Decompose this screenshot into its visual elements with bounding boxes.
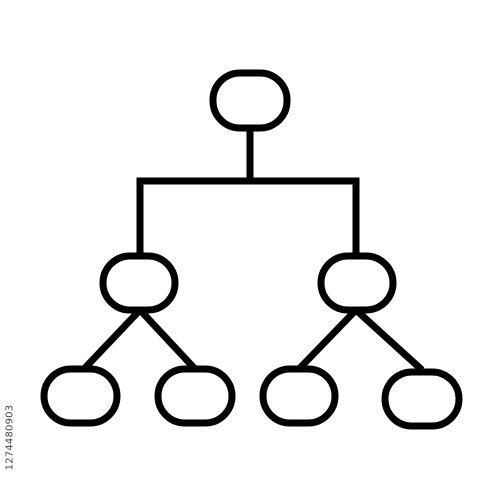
node-leaf-1 [40,365,121,427]
node-leaf-4 [381,368,463,430]
node-left-branch [99,252,179,314]
watermark-image-id: 1274480903 [4,404,16,471]
connector-left-to-leaf-1 [80,307,143,373]
connector-right-to-leaf-3 [295,307,359,373]
connector-right-to-leaf-4 [353,307,425,373]
node-root [209,69,291,132]
node-leaf-2 [154,365,236,427]
connector-left-to-leaf-2 [137,307,199,373]
node-leaf-3 [259,365,339,427]
connector-root-bus [136,177,360,254]
node-right-branch [317,252,397,314]
